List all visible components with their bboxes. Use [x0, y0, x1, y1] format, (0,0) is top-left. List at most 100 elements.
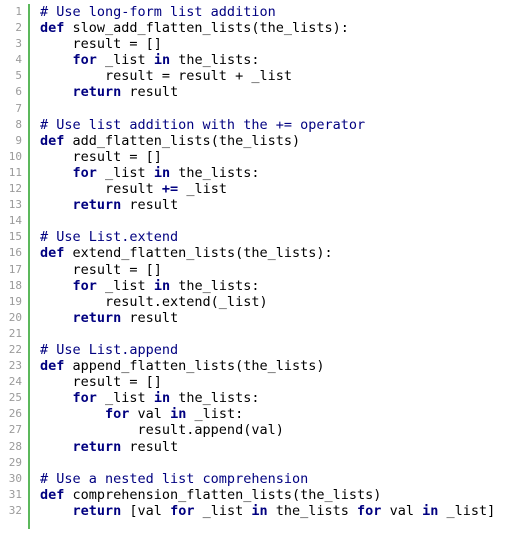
code-token: result	[121, 438, 179, 455]
code-line[interactable]: for _list in the_lists:	[40, 390, 516, 406]
code-token: result = []	[40, 261, 162, 278]
comment-token: # Use list addition with the += operator	[40, 116, 366, 133]
keyword-token: for	[105, 406, 130, 423]
line-number: 10	[8, 149, 22, 163]
keyword-token: in	[153, 52, 171, 69]
line-number: 30	[8, 471, 22, 485]
line-number: 13	[8, 198, 22, 212]
line-number: 8	[15, 117, 22, 131]
code-line[interactable]: # Use List.append	[40, 342, 516, 358]
keyword-token: def	[40, 358, 65, 375]
code-line[interactable]	[40, 326, 516, 342]
code-line[interactable]: # Use a nested list comprehension	[40, 471, 516, 487]
keyword-token: return	[72, 502, 122, 519]
line-number: 31	[8, 487, 22, 501]
line-number: 32	[8, 503, 22, 517]
code-line[interactable]: for _list in the_lists:	[40, 52, 516, 68]
gutter-divider	[28, 4, 30, 529]
code-token: the_lists:	[170, 390, 260, 407]
keyword-token: in	[170, 406, 187, 423]
keyword-token: return	[72, 84, 122, 101]
line-number: 27	[8, 423, 22, 437]
code-token: result = []	[40, 36, 162, 53]
comment-token: # Use a nested list comprehension	[40, 470, 309, 487]
code-token: result.extend(_list)	[40, 293, 268, 310]
code-token: the_lists:	[170, 52, 260, 69]
code-token: the_lists	[267, 502, 358, 519]
code-line[interactable]: def extend_flatten_lists(the_lists):	[40, 245, 516, 261]
line-number: 11	[8, 165, 22, 179]
code-token: _list	[96, 277, 154, 294]
code-line[interactable]: result.append(val)	[40, 422, 516, 438]
code-token: result	[121, 197, 179, 214]
line-number: 5	[15, 69, 22, 83]
code-token: result	[40, 181, 162, 198]
keyword-token: in	[422, 502, 439, 519]
keyword-token: def	[40, 486, 65, 503]
code-line[interactable]: # Use long-form list addition	[40, 4, 516, 20]
code-token: [val	[121, 502, 171, 519]
keyword-token: in	[153, 164, 171, 181]
code-token	[40, 406, 105, 422]
code-line[interactable]: result = []	[40, 374, 516, 390]
keyword-token: for	[170, 502, 195, 519]
line-number: 16	[8, 246, 22, 260]
code-line[interactable]: return [val for _list in the_lists for v…	[40, 503, 516, 519]
code-line[interactable]: def add_flatten_lists(the_lists)	[40, 133, 516, 149]
code-line[interactable]: result = []	[40, 36, 516, 52]
line-number: 17	[8, 262, 22, 276]
code-token: the_lists:	[170, 277, 260, 294]
code-line[interactable]: result = []	[40, 262, 516, 278]
code-line[interactable]: result.extend(_list)	[40, 294, 516, 310]
code-line[interactable]	[40, 213, 516, 229]
code-line[interactable]: def append_flatten_lists(the_lists)	[40, 358, 516, 374]
code-token: add_flatten_lists(the_lists)	[64, 132, 301, 149]
code-line[interactable]	[40, 455, 516, 471]
code-token: extend_flatten_lists(the_lists):	[64, 245, 333, 262]
keyword-token: for	[72, 164, 97, 181]
keyword-token: for	[72, 52, 97, 69]
code-line[interactable]: return result	[40, 84, 516, 100]
line-number: 7	[15, 101, 22, 115]
code-token	[40, 503, 73, 519]
code-line[interactable]: for _list in the_lists:	[40, 165, 516, 181]
code-token: _list:	[186, 406, 244, 423]
code-line[interactable]: return result	[40, 197, 516, 213]
code-token	[40, 390, 73, 406]
code-token: _list	[178, 181, 227, 198]
code-line[interactable]: result += _list	[40, 181, 516, 197]
code-line[interactable]: # Use List.extend	[40, 229, 516, 245]
code-line[interactable]	[40, 101, 516, 117]
keyword-token: in	[153, 390, 171, 407]
code-token: result = result + _list	[40, 68, 292, 85]
line-number: 3	[15, 37, 22, 51]
code-token: slow_add_flatten_lists(the_lists):	[64, 20, 349, 37]
line-number: 18	[8, 278, 22, 292]
line-number: 2	[15, 21, 22, 35]
code-token: _list	[194, 502, 252, 519]
code-line[interactable]: def comprehension_flatten_lists(the_list…	[40, 487, 516, 503]
code-line[interactable]: result = []	[40, 149, 516, 165]
code-line[interactable]: result = result + _list	[40, 68, 516, 84]
keyword-token: +=	[161, 181, 179, 198]
keyword-token: for	[72, 390, 97, 407]
code-token: result = []	[40, 148, 162, 165]
line-number: 12	[8, 182, 22, 196]
code-token: _list	[96, 164, 154, 181]
code-token	[40, 197, 73, 213]
code-line[interactable]: return result	[40, 439, 516, 455]
code-line[interactable]: def slow_add_flatten_lists(the_lists):	[40, 20, 516, 36]
code-line[interactable]: return result	[40, 310, 516, 326]
code-token: val	[381, 502, 423, 519]
code-line[interactable]: for _list in the_lists:	[40, 278, 516, 294]
line-number: 21	[8, 326, 22, 340]
line-number: 20	[8, 310, 22, 324]
line-number: 19	[8, 294, 22, 308]
code-line[interactable]: # Use list addition with the += operator	[40, 117, 516, 133]
code-token: val	[129, 406, 171, 423]
code-line[interactable]: for val in _list:	[40, 406, 516, 422]
code-token	[40, 439, 73, 455]
line-number: 25	[8, 391, 22, 405]
